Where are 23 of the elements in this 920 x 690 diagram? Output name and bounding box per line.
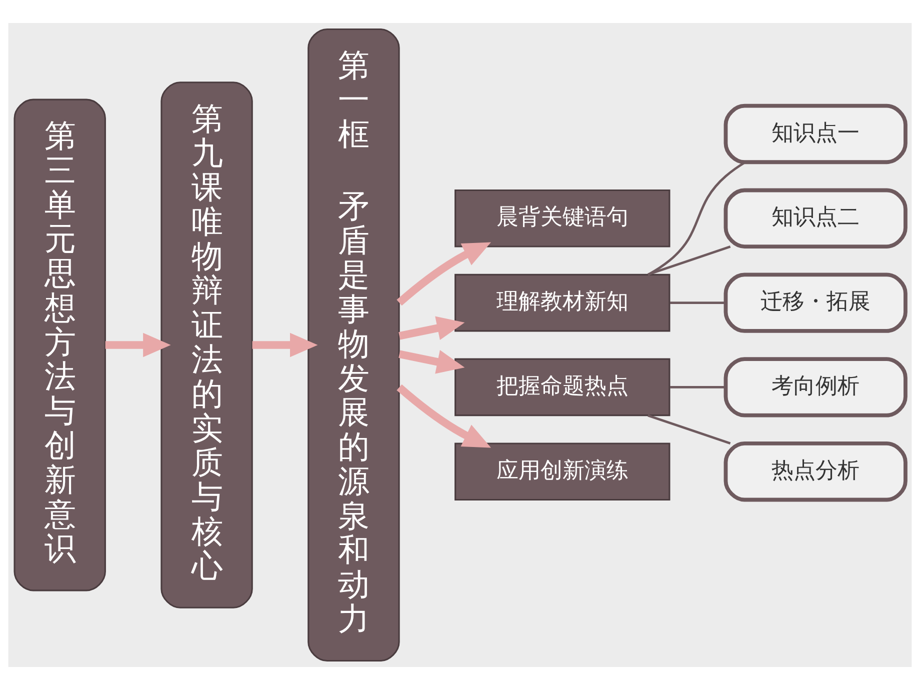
node-box: 把握命题热点 bbox=[454, 358, 670, 416]
node-box: 迁移・拓展 bbox=[724, 272, 908, 333]
node-box: 第三单元思想方法与创新意识 bbox=[14, 98, 106, 592]
node-box: 知识点二 bbox=[724, 188, 908, 248]
connector bbox=[648, 414, 731, 444]
arrow bbox=[398, 350, 465, 374]
arrow bbox=[396, 242, 492, 306]
node-box: 第九课唯物辩证法的实质与核心 bbox=[160, 82, 253, 608]
connector bbox=[670, 302, 726, 304]
arrow bbox=[105, 332, 171, 358]
arrow bbox=[396, 384, 492, 448]
node-box: 考向例析 bbox=[724, 357, 908, 418]
node-box: 第一框 矛盾是事物发展的源泉和动力 bbox=[308, 28, 400, 662]
connector bbox=[670, 386, 726, 388]
arrow bbox=[252, 332, 318, 358]
connector bbox=[648, 161, 746, 276]
node-box: 热点分析 bbox=[724, 442, 908, 502]
connector bbox=[648, 246, 731, 276]
arrow bbox=[398, 316, 465, 340]
node-box: 理解教材新知 bbox=[454, 274, 670, 332]
node-box: 晨背关键语句 bbox=[454, 189, 670, 248]
node-box: 应用创新演练 bbox=[454, 442, 670, 501]
node-box: 知识点一 bbox=[724, 104, 908, 164]
